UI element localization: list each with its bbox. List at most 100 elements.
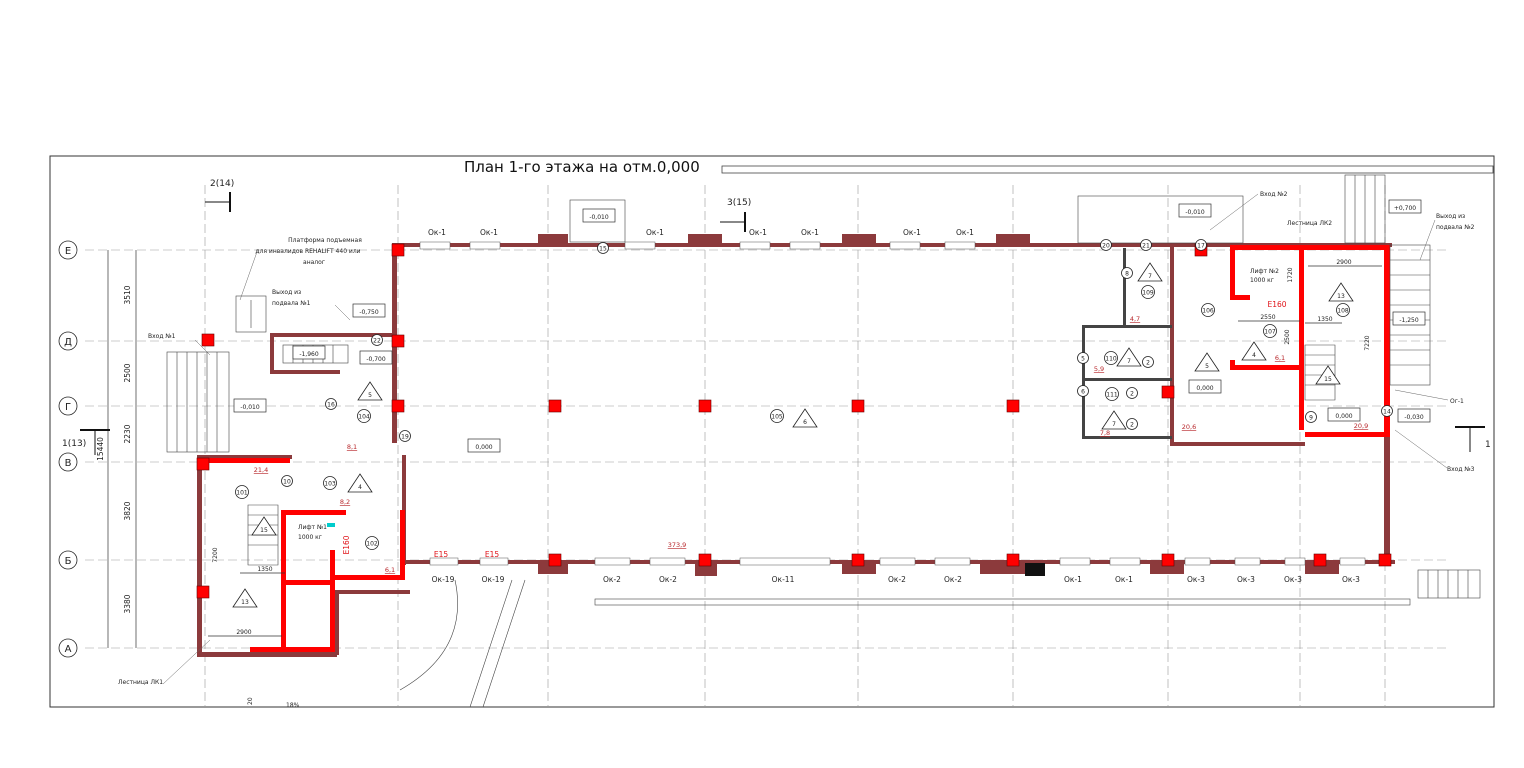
window-label: Ок-3 — [1237, 575, 1255, 584]
lift-1-label: 1000 кг — [298, 534, 322, 541]
room-number-circle — [1263, 324, 1277, 338]
room-number: 105 — [771, 414, 783, 421]
door-number-circle — [281, 475, 293, 487]
dimension-label: 2500 — [1284, 329, 1291, 344]
room-number: 108 — [1337, 308, 1349, 315]
axis-bubble — [58, 240, 78, 260]
door-number-circle — [325, 398, 337, 410]
category-mark: 4 — [1252, 352, 1256, 359]
dimension-label: 1720 — [1287, 267, 1294, 282]
platform-annotation: аналог — [303, 259, 325, 266]
door-number-circle — [1381, 405, 1393, 417]
door-number-circle — [1077, 385, 1089, 397]
room-area: 21,4 — [254, 466, 268, 474]
basement-exit-2-label: подвала №2 — [1436, 224, 1475, 231]
leader-line — [1419, 219, 1436, 261]
lift-2-label: Лифт №2 — [1250, 268, 1279, 275]
door-number-circle — [1305, 411, 1317, 423]
door-number: 9 — [1309, 415, 1313, 422]
column — [391, 243, 405, 257]
window-label: Ок-3 — [1284, 575, 1302, 584]
level-mark-box — [1397, 408, 1431, 423]
door-number-circle — [1077, 352, 1089, 364]
basement-exit-1-label: Выход из — [272, 289, 301, 296]
category-mark: 13 — [241, 599, 249, 606]
door-number: 8 — [1125, 271, 1129, 278]
door-number: 15 — [599, 246, 607, 253]
room-number-circle — [235, 485, 249, 499]
lift-2-label: 1000 кг — [1250, 277, 1274, 284]
door-number: 17 — [1197, 243, 1205, 250]
level-mark: +0,700 — [1394, 205, 1416, 212]
door-number: 6 — [1081, 389, 1085, 396]
room-area: 8,2 — [340, 498, 350, 506]
axis-bubble — [58, 638, 78, 658]
room-number-circle — [1336, 303, 1350, 317]
room-number: 102 — [366, 541, 378, 548]
level-mark-box — [292, 345, 326, 360]
fire-rating-label: E15 — [434, 550, 449, 559]
plan-title: План 1-го этажа на отм.0,000 — [464, 158, 700, 176]
column — [1313, 553, 1327, 567]
column — [1378, 553, 1392, 567]
row-dimension: 3820 — [123, 501, 132, 520]
level-mark: -0,030 — [1404, 414, 1424, 421]
fire-rating-label: E160 — [1267, 300, 1286, 309]
window-label: Ок-3 — [1342, 575, 1360, 584]
door-number: 2 — [1130, 391, 1134, 398]
column — [1161, 385, 1175, 399]
door-number-circle — [1126, 387, 1138, 399]
door-number: 5 — [1081, 356, 1085, 363]
room-area: 6,1 — [385, 566, 395, 574]
room-number-circle — [1105, 387, 1119, 401]
category-mark: 13 — [1337, 293, 1345, 300]
window-label: Ок-19 — [482, 575, 505, 584]
dimension-label: 2900 — [236, 629, 251, 636]
category-triangle — [1194, 352, 1220, 372]
door-number-circle — [1100, 239, 1112, 251]
window-label: Ок-1 — [801, 228, 819, 237]
column — [698, 399, 712, 413]
row-dimension: 3380 — [123, 594, 132, 613]
room-area: 6,1 — [1275, 354, 1285, 362]
room-area: 5,9 — [1094, 365, 1104, 373]
fire-rating-label: E160 — [342, 535, 351, 554]
dimension-label: 1350 — [1317, 316, 1332, 323]
column — [391, 399, 405, 413]
room-area: 8,1 — [347, 443, 357, 451]
window-label: Ок-19 — [432, 575, 455, 584]
door-number: 14 — [1383, 409, 1391, 416]
category-mark: 15 — [1324, 376, 1332, 383]
level-mark-box — [1178, 203, 1212, 218]
room-number: 107 — [1264, 329, 1276, 336]
window-label: Ок-2 — [944, 575, 962, 584]
section-mark-label: 3(15) — [727, 198, 751, 208]
level-mark: -0,750 — [359, 309, 379, 316]
window-label: Ок-1 — [428, 228, 446, 237]
level-mark-box — [233, 398, 267, 413]
drawing-frame — [49, 155, 1495, 708]
category-mark: 7 — [1112, 421, 1116, 428]
axis-bubble — [58, 550, 78, 570]
axis-bubble — [58, 396, 78, 416]
window-label: Ок-2 — [603, 575, 621, 584]
room-number-circle — [323, 476, 337, 490]
category-triangle — [1328, 282, 1354, 302]
platform-annotation: для инвалидов REHALIFT 440 или — [255, 248, 360, 255]
axis-label: Б — [65, 556, 72, 567]
category-triangle — [792, 408, 818, 428]
room-number: 110 — [1105, 356, 1117, 363]
door-number: 22 — [373, 338, 381, 345]
axis-label: В — [65, 458, 72, 469]
door-number-circle — [1140, 239, 1152, 251]
stair-lk1-label: Лестница ЛК1 — [118, 679, 163, 686]
column — [196, 457, 210, 471]
door-number-circle — [1121, 267, 1133, 279]
room-number-circle — [365, 536, 379, 550]
door-number-circle — [399, 430, 411, 442]
room-number-circle — [357, 409, 371, 423]
level-mark: -0,010 — [1185, 209, 1205, 216]
axis-label: Г — [65, 402, 71, 413]
category-triangle — [232, 588, 258, 608]
